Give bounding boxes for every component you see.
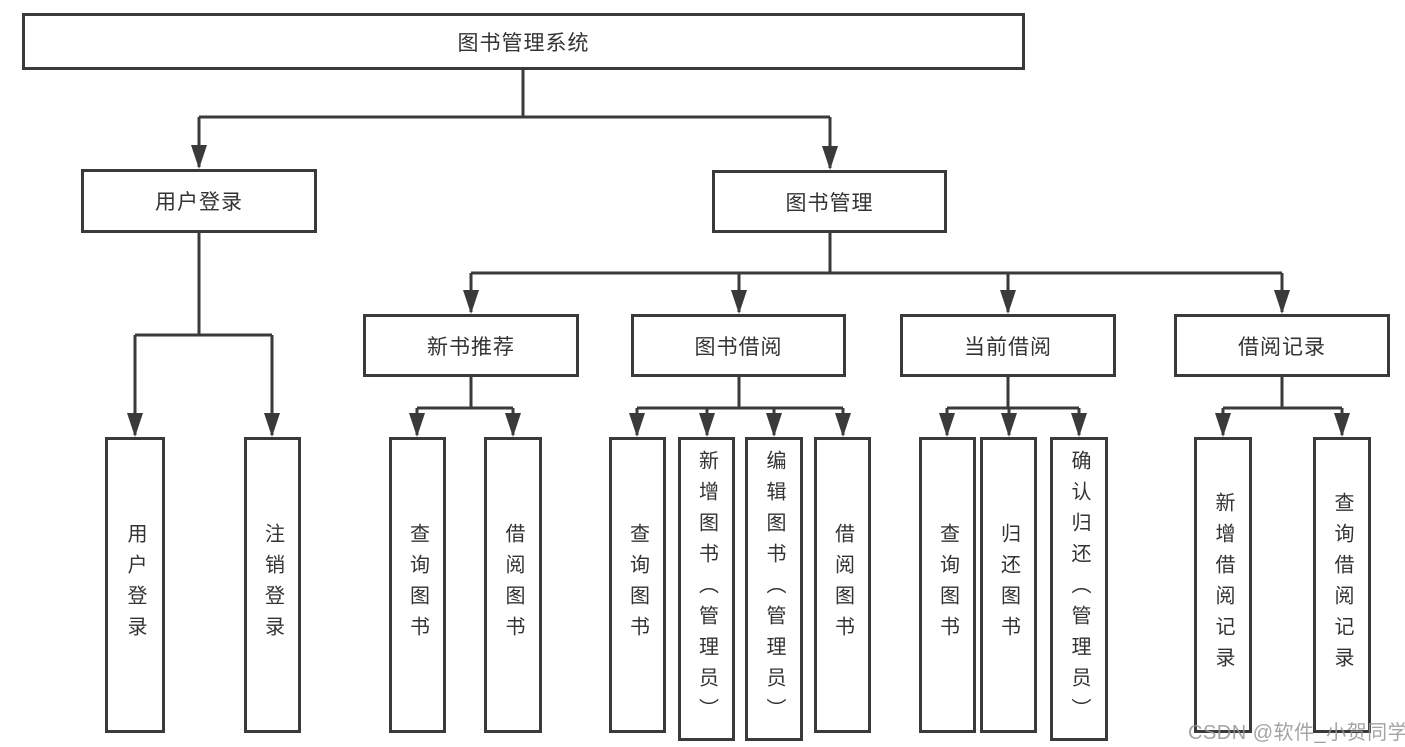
node-borrow-records: 借阅记录 <box>1174 314 1390 377</box>
leaf-return-book: 归还图书 <box>980 437 1037 733</box>
leaf-logout-label: 注销登录 <box>261 523 284 647</box>
leaf-borrow-books-recommend-label: 借阅图书 <box>502 523 524 647</box>
csdn-watermark: CSDN @软件_小贺同学 <box>1188 722 1405 744</box>
leaf-query-books-recommend: 查询图书 <box>389 437 446 733</box>
node-current-borrowing-label: 当前借阅 <box>964 335 1052 359</box>
leaf-add-borrow-record: 新增借阅记录 <box>1194 437 1252 733</box>
leaf-confirm-return-admin-label: 确认归还（管理员） <box>1068 449 1090 729</box>
leaf-query-books-borrowing-label: 查询图书 <box>626 523 649 647</box>
leaf-query-borrow-record-label: 查询借阅记录 <box>1331 492 1353 678</box>
leaf-confirm-return-admin: 确认归还（管理员） <box>1050 437 1108 741</box>
leaf-query-books-recommend-label: 查询图书 <box>406 523 429 647</box>
leaf-edit-book-admin: 编辑图书（管理员） <box>745 437 803 741</box>
leaf-add-book-admin: 新增图书（管理员） <box>678 437 735 741</box>
leaf-logout: 注销登录 <box>244 437 301 733</box>
leaf-add-book-admin-label: 新增图书（管理员） <box>695 449 718 729</box>
node-borrow-records-label: 借阅记录 <box>1238 335 1326 359</box>
leaf-borrow-books-borrowing: 借阅图书 <box>814 437 871 733</box>
node-book-borrowing: 图书借阅 <box>631 314 846 377</box>
node-book-management: 图书管理 <box>712 170 947 233</box>
node-root-system: 图书管理系统 <box>22 13 1025 70</box>
leaf-add-borrow-record-label: 新增借阅记录 <box>1212 492 1234 678</box>
node-root-label: 图书管理系统 <box>457 31 590 55</box>
node-new-book-recommend: 新书推荐 <box>363 314 579 377</box>
leaf-query-books-current-label: 查询图书 <box>936 523 959 647</box>
leaf-query-borrow-record: 查询借阅记录 <box>1313 437 1371 733</box>
leaf-query-books-current: 查询图书 <box>919 437 976 733</box>
node-user-login: 用户登录 <box>81 169 317 233</box>
node-book-borrowing-label: 图书借阅 <box>694 335 783 359</box>
leaf-edit-book-admin-label: 编辑图书（管理员） <box>763 449 785 729</box>
leaf-return-book-label: 归还图书 <box>997 523 1020 647</box>
leaf-user-login: 用户登录 <box>105 437 165 733</box>
arrowhead-icons <box>127 145 1350 437</box>
leaf-borrow-books-borrowing-label: 借阅图书 <box>831 523 854 647</box>
leaf-borrow-books-recommend: 借阅图书 <box>484 437 542 733</box>
node-book-management-label: 图书管理 <box>785 191 874 215</box>
node-new-book-recommend-label: 新书推荐 <box>427 335 515 359</box>
node-current-borrowing: 当前借阅 <box>900 314 1116 377</box>
node-user-login-label: 用户登录 <box>155 191 243 214</box>
leaf-user-login-label: 用户登录 <box>124 523 146 647</box>
leaf-query-books-borrowing: 查询图书 <box>609 437 666 733</box>
